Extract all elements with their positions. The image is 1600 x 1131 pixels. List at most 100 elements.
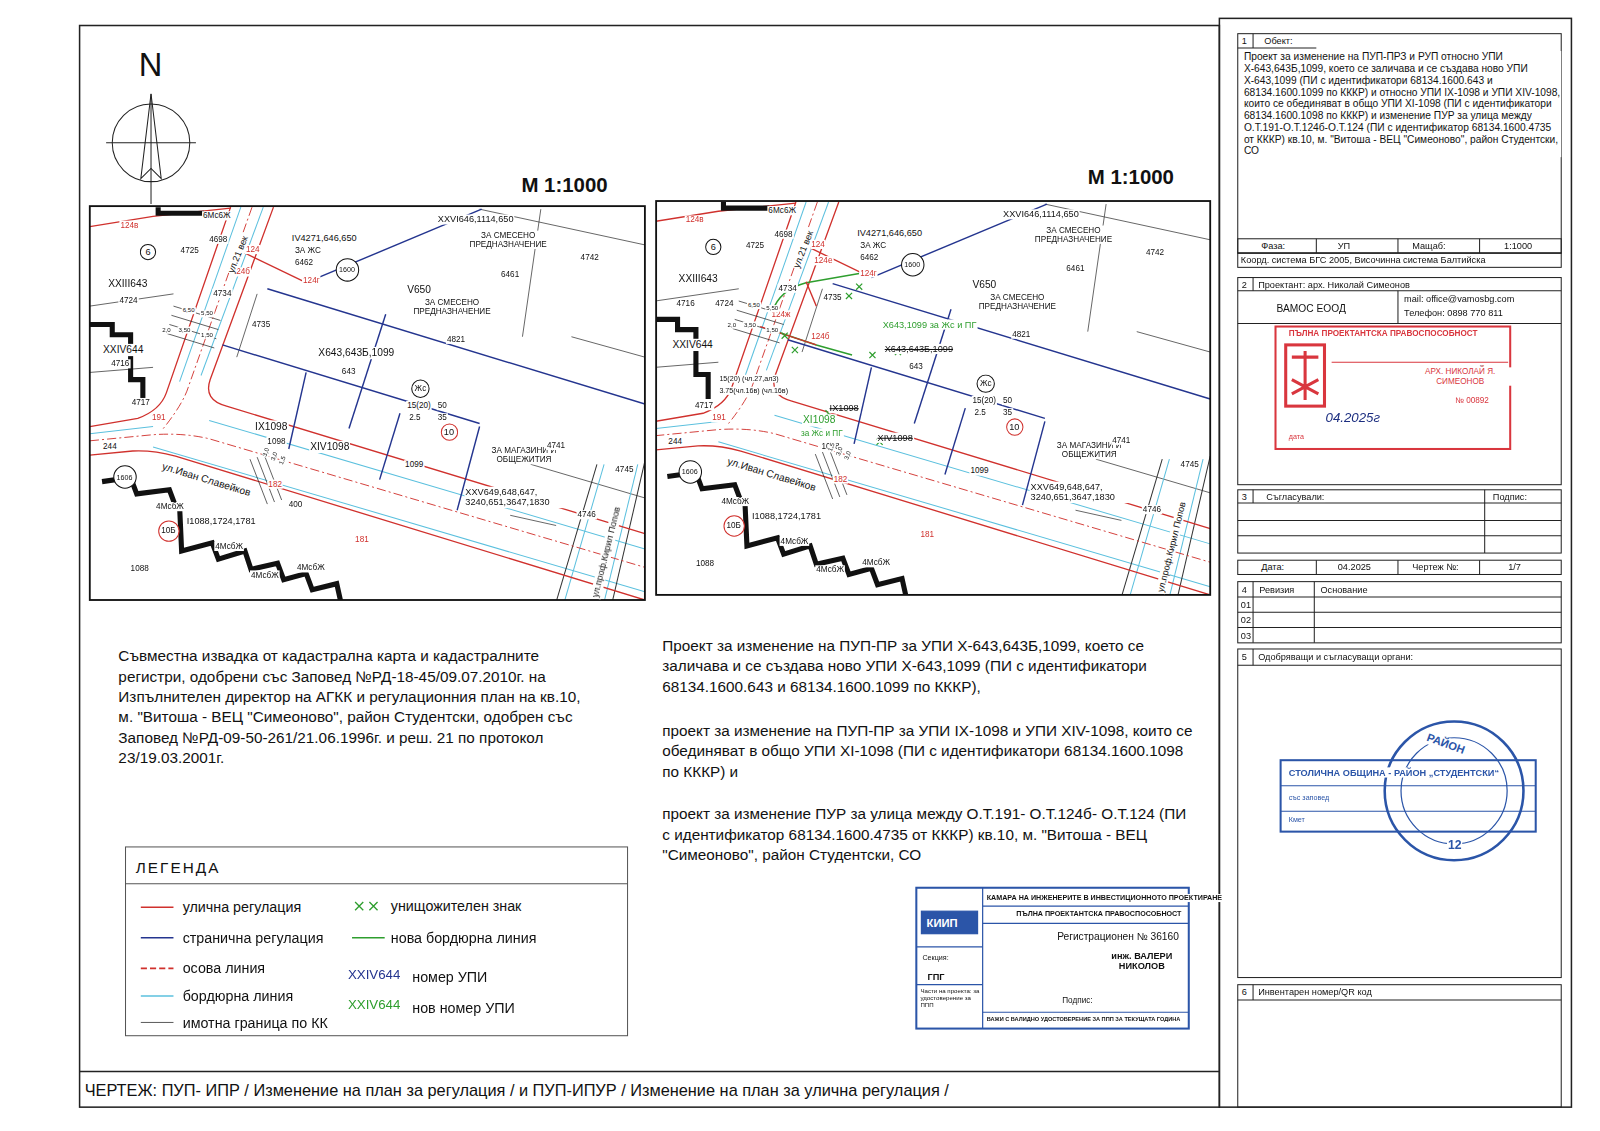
circle-marker: 6 (140, 244, 156, 260)
map-label: 4745 (614, 465, 634, 474)
map-label: 6462 (294, 258, 314, 267)
engineer-stamp (916, 984, 982, 985)
legend-text: нов номер УПИ (411, 1000, 516, 1016)
map-label: 6Мс6Ж (202, 211, 232, 220)
map-label: 6Мс6Ж (767, 206, 797, 215)
map-label: 182 (267, 480, 283, 489)
legend-text: осова линия (182, 960, 267, 976)
marker-text: 6 (145, 247, 150, 256)
title-block-text: Фаза: (1260, 241, 1286, 252)
map-right (792, 347, 798, 353)
map-label: 181 (354, 535, 370, 544)
title-block-text: Чертеж №: (1411, 562, 1459, 573)
title-block-text: Телефон: 0898 770 811 (1403, 308, 1504, 319)
map-label: 4716 (676, 299, 696, 308)
map-frame (656, 201, 1210, 595)
map-label: X643,643Б,1099 (317, 347, 395, 359)
title-block (1484, 490, 1485, 553)
legend-text: улична регулация (182, 899, 303, 915)
map-label: 4725 (180, 246, 200, 255)
legend-sample-text: XXIV644 (347, 998, 401, 1013)
map-label: XXIII643 (107, 278, 148, 290)
map-label: 4741 (1111, 436, 1131, 445)
note-text: проект за изменение ПУР за улица между О… (661, 804, 1194, 865)
map-right (846, 293, 852, 299)
stamp-text: СТОЛИЧНА ОБЩИНА - РАЙОН „СТУДЕНТСКИ“ (1288, 767, 1500, 778)
marker-text: 1606 (682, 468, 698, 475)
title-block (1238, 596, 1561, 597)
map-label: 4724 (118, 296, 138, 305)
map-label: XXIII643 (678, 272, 719, 284)
map-label: 2,0 (727, 321, 738, 328)
map-label: 4МсбЖ (861, 558, 891, 567)
municipality-stamp (1281, 785, 1536, 786)
map-label: 1099 (969, 466, 989, 475)
title-block (1253, 582, 1254, 643)
legend-box (355, 902, 377, 910)
map-label: 124е (813, 256, 833, 265)
title-block-text: 3 (1241, 492, 1248, 503)
title-block (1397, 560, 1398, 574)
stamp-text: 04.2025г (1324, 411, 1381, 426)
title-block-text: Проект за изменение на ПУП-ПРЗ и РУП отн… (1243, 51, 1561, 157)
legend-box (126, 883, 628, 884)
marker-text: 10 (1009, 422, 1019, 431)
marker-text: 10Б (161, 527, 175, 535)
title-block (1238, 535, 1561, 536)
map-label: XXVI646,1114,650 (1002, 209, 1080, 220)
title-block-text: 2 (1241, 280, 1248, 291)
map-label: 4742 (1145, 248, 1165, 257)
legend-text: странична регулация (182, 930, 325, 946)
title-block-text: Обект: (1263, 36, 1293, 47)
title-block (1238, 490, 1561, 553)
legend-box (126, 847, 628, 1036)
architect-stamp (1332, 362, 1509, 363)
title-block-text: 02 (1240, 615, 1252, 626)
map-label: 3,0 (843, 449, 853, 461)
map-right (656, 202, 1210, 595)
circle-marker: Жс (977, 374, 995, 392)
map-label: 1,50 (200, 332, 214, 339)
legend-box (141, 906, 174, 908)
marker-text: 10Б (726, 521, 740, 529)
title-block (1238, 985, 1561, 1107)
title-block-text: Одобряващи и съгласуващи органи: (1257, 652, 1414, 663)
circle-marker: 1606 (678, 460, 701, 483)
title-block-text: 4 (1241, 585, 1248, 596)
engineer-stamp (983, 906, 1189, 907)
title-block (1238, 582, 1561, 643)
map-label: 15(20) (406, 401, 432, 410)
map-label: ЗА СМЕСЕНО ПРЕДНАЗНАЧЕНИЕ (965, 293, 1069, 312)
architect-stamp (1276, 327, 1511, 449)
scale-label: M 1:1000 (520, 171, 608, 198)
map-label: 124г (859, 268, 878, 277)
north-label: N (138, 43, 164, 86)
stamp-text: ВАЖИ С ВАЛИДНО УДОСТОВЕРЕНИЕ ЗА ППП ЗА Т… (986, 1016, 1182, 1022)
map-label: V650 (406, 284, 432, 296)
legend-box (141, 968, 174, 970)
map-label: 50 (437, 401, 448, 410)
title-block (1238, 253, 1561, 267)
title-block-text: Проектант: арх. Николай Симеонов (1257, 280, 1411, 291)
stamp-text: Секция: (921, 954, 949, 962)
stamp-text: КАМАРА НА ИНЖЕНЕРИТЕ В ИНВЕСТИЦИОННОТО П… (986, 894, 1223, 902)
note-text: проект за изменение на ПУП-ПР за УПИ IX-… (661, 720, 1194, 781)
title-block-text: 1 (1241, 36, 1248, 47)
map-label: ЗА ЖС (294, 246, 322, 255)
title-block-text: Коорд. система БГС 2005, Височинна систе… (1240, 255, 1487, 266)
circle-marker: 10 (1006, 418, 1023, 435)
stamp-text: Кмет (1288, 816, 1306, 824)
title-block (1238, 649, 1561, 978)
map-label: ЗА ЖС (859, 241, 887, 250)
map-frame (90, 201, 1210, 600)
map-label: 5,50 (765, 305, 779, 312)
map-label: IV4271,646,650 (291, 233, 358, 244)
map-label: 4698 (208, 235, 228, 244)
drawing-title: ЧЕРТЕЖ: ПУП- ИПР / Изменение на план за … (84, 1080, 950, 1102)
stamp-text: 12 (1447, 839, 1463, 853)
circle-marker: 1600 (335, 258, 358, 281)
map-label: 4735 (251, 319, 271, 328)
map-label: XI1098 (802, 414, 836, 426)
scale-label: M 1:1000 (1087, 163, 1175, 190)
stamp-text: Подпис: (1061, 996, 1093, 1005)
